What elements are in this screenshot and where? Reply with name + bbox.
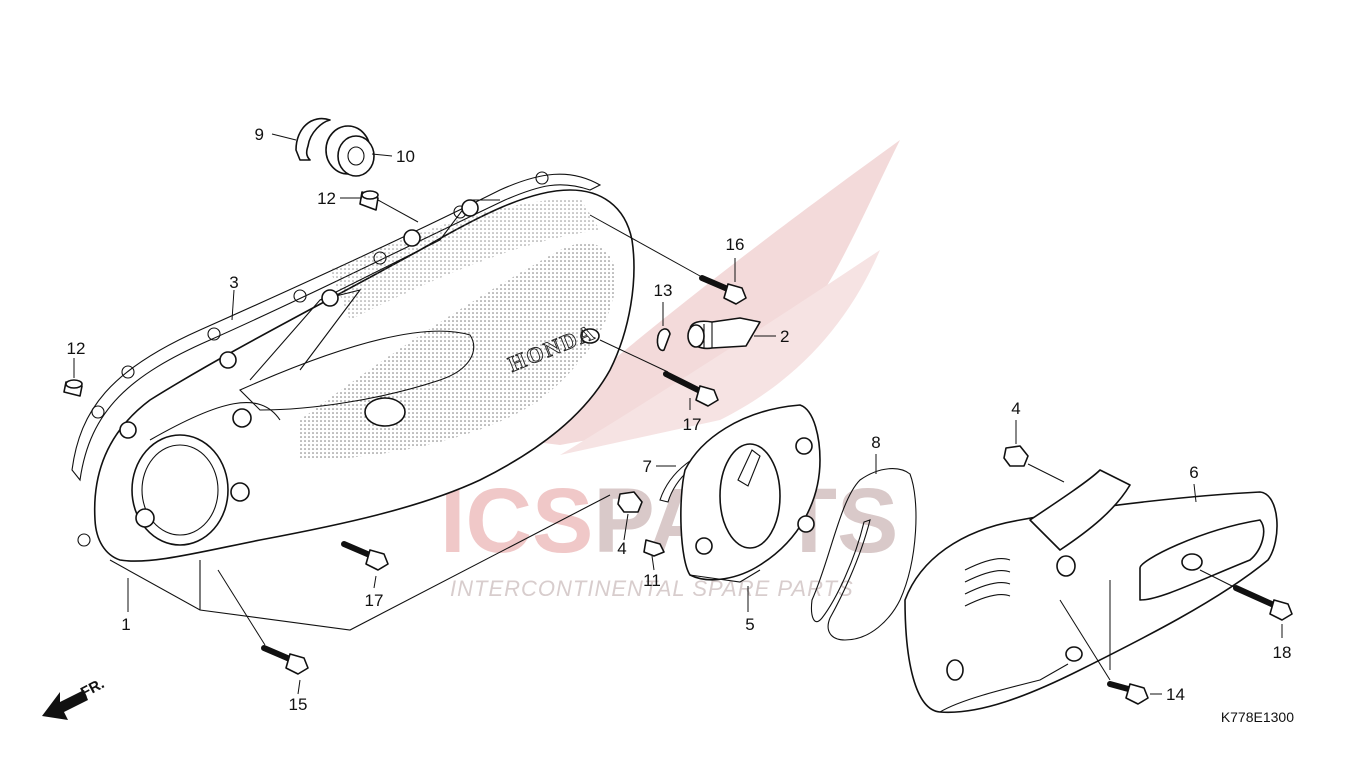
part-15-bolt: [261, 645, 309, 675]
part-16-bolt-upper: [699, 275, 747, 305]
watermark-tagline: INTERCONTINENTAL SPARE PARTS: [450, 576, 854, 601]
direction-indicator: FR.: [42, 675, 107, 720]
part-18-bolt: [1233, 585, 1293, 621]
callout-labels: 9 10 12 3 12 1 16 13 2 17 17 15 7 4 11 5…: [67, 125, 1292, 714]
part-10-bearing: [325, 125, 375, 177]
callout-4-middle: 4: [617, 539, 626, 558]
part-4-nut-middle: [617, 491, 643, 513]
callout-2: 2: [780, 327, 789, 346]
callout-8: 8: [871, 433, 880, 452]
front-arrow-icon: [42, 690, 88, 720]
part-3-gasket: [71, 173, 602, 482]
callout-3: 3: [229, 273, 238, 292]
leader-lines: [73, 133, 1283, 695]
part-11-bolt: [643, 539, 665, 557]
callout-16-upper: 16: [726, 235, 745, 254]
part-12-dowel-pin-lower: [63, 379, 83, 397]
callout-10: 10: [396, 147, 415, 166]
part-13-clip: [656, 328, 671, 352]
callout-15: 15: [289, 695, 308, 714]
callout-16-lower: 17: [365, 591, 384, 610]
part-17-bolt: [663, 371, 719, 407]
watermark-brand: ICSPARTS: [440, 470, 898, 572]
callout-1: 1: [121, 615, 130, 634]
part-1-left-crankcase-cover: HONDA: [93, 189, 635, 631]
part-16-bolt-lower: [341, 541, 389, 571]
part-6-outer-cover: [904, 469, 1278, 714]
part-9-circlip: [295, 117, 331, 161]
callout-4-right: 4: [1011, 399, 1020, 418]
callout-13: 13: [654, 281, 673, 300]
callout-18: 18: [1273, 643, 1292, 662]
callout-11: 11: [643, 571, 661, 590]
part-5-air-duct-cover: [680, 404, 821, 583]
callout-17: 17: [683, 415, 702, 434]
callout-14: 14: [1166, 685, 1185, 704]
callout-9: 9: [255, 125, 264, 144]
part-2-breather-tube: [687, 317, 761, 350]
diagram-code: K778E1300: [1221, 709, 1294, 725]
callout-12-lower: 12: [67, 339, 86, 358]
callout-6: 6: [1189, 463, 1198, 482]
callout-7: 7: [643, 457, 652, 476]
part-4-nut-right: [1003, 445, 1029, 467]
callout-12-upper: 12: [317, 189, 336, 208]
watermark-wing-logo: [520, 140, 900, 445]
callout-5: 5: [745, 615, 754, 634]
part-12-dowel-pin-upper: [359, 190, 379, 211]
part-14-bolt: [1107, 681, 1149, 705]
part-8-packing: [810, 468, 917, 641]
